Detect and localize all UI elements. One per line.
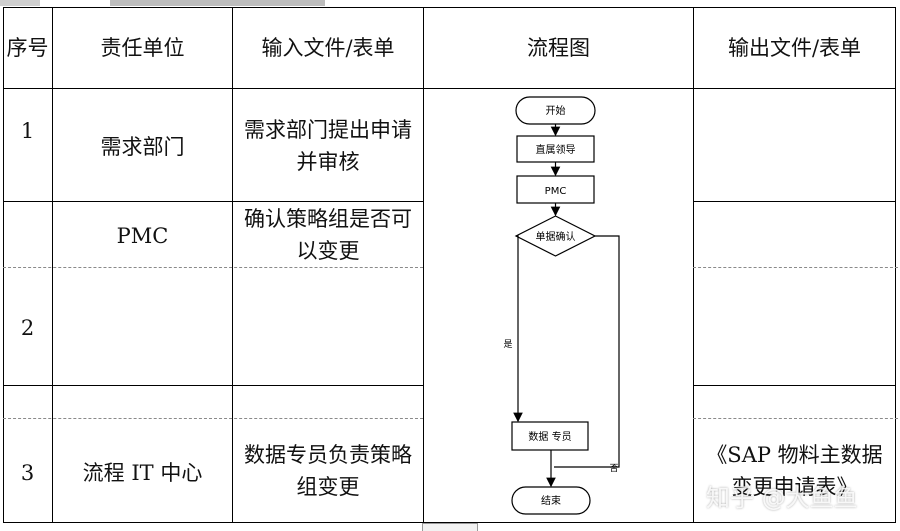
col-divider [895,7,896,523]
toolbar-block [0,0,40,6]
yes-connector [513,235,523,423]
col-divider [232,7,233,523]
row3-output-line1: 《SAP 物料主数据 [706,443,883,467]
col-divider [3,7,4,523]
leader-label: 直属领导 [536,143,576,156]
decision-label: 单据确认 [536,230,576,243]
specialist-label: 数据 专员 [528,430,571,443]
row-divider [693,385,896,386]
dashed-divider [693,267,898,268]
row3-input-line2: 组变更 [296,475,360,499]
row-pmc-input-line2: 以变更 [296,239,360,263]
table-border-bottom [3,522,896,523]
end-label: 结束 [541,494,561,507]
row-pmc-unit: PMC [116,224,169,248]
row-divider [3,201,423,202]
header-divider [3,88,896,89]
leader-node [516,135,595,163]
row-pmc-input-line1: 确认策略组是否可 [244,207,412,231]
pmc-label: PMC [545,186,567,197]
top-toolbar-strip [0,0,900,7]
col-divider [693,7,694,523]
header-unit: 责任单位 [100,36,185,60]
sheet-tab[interactable] [422,523,478,531]
yes-label: 是 [503,339,512,350]
row2-seq: 2 [20,316,35,340]
row1-seq: 1 [20,119,35,143]
header-input: 输入文件/表单 [261,36,395,60]
pmc-node [516,175,595,204]
specialist-node [511,421,589,451]
no-label: 否 [609,463,618,474]
header-flow: 流程图 [527,36,590,60]
watermark: 知乎 @大鱼鱼 [706,484,858,512]
flowchart: 开始 直属领导 PMC 单据确认 是 否 数据 专员 结束 [503,96,620,515]
start-label: 开始 [546,104,566,117]
toolbar-block [110,0,325,6]
dashed-divider [3,267,423,268]
end-node [511,486,591,515]
row1-input-line2: 并审核 [296,150,360,174]
no-connector [554,235,620,468]
row3-output-line2: 变更申请表》 [731,475,858,499]
table-border-top [3,7,896,8]
dashed-divider [693,418,898,419]
header-output: 输出文件/表单 [727,36,862,60]
row3-unit: 流程 IT 中心 [82,461,203,485]
row1-unit: 需求部门 [100,135,185,159]
row3-input-line1: 数据专员负责策略 [244,443,412,467]
row1-input-line1: 需求部门提出申请 [244,118,412,142]
col-divider [423,7,424,523]
row-divider [693,201,896,202]
row3-seq: 3 [20,461,35,485]
row-divider [3,385,423,386]
dashed-divider [3,418,423,419]
header-seq: 序号 [6,36,49,60]
col-divider [52,7,53,523]
decision-node [514,215,597,257]
